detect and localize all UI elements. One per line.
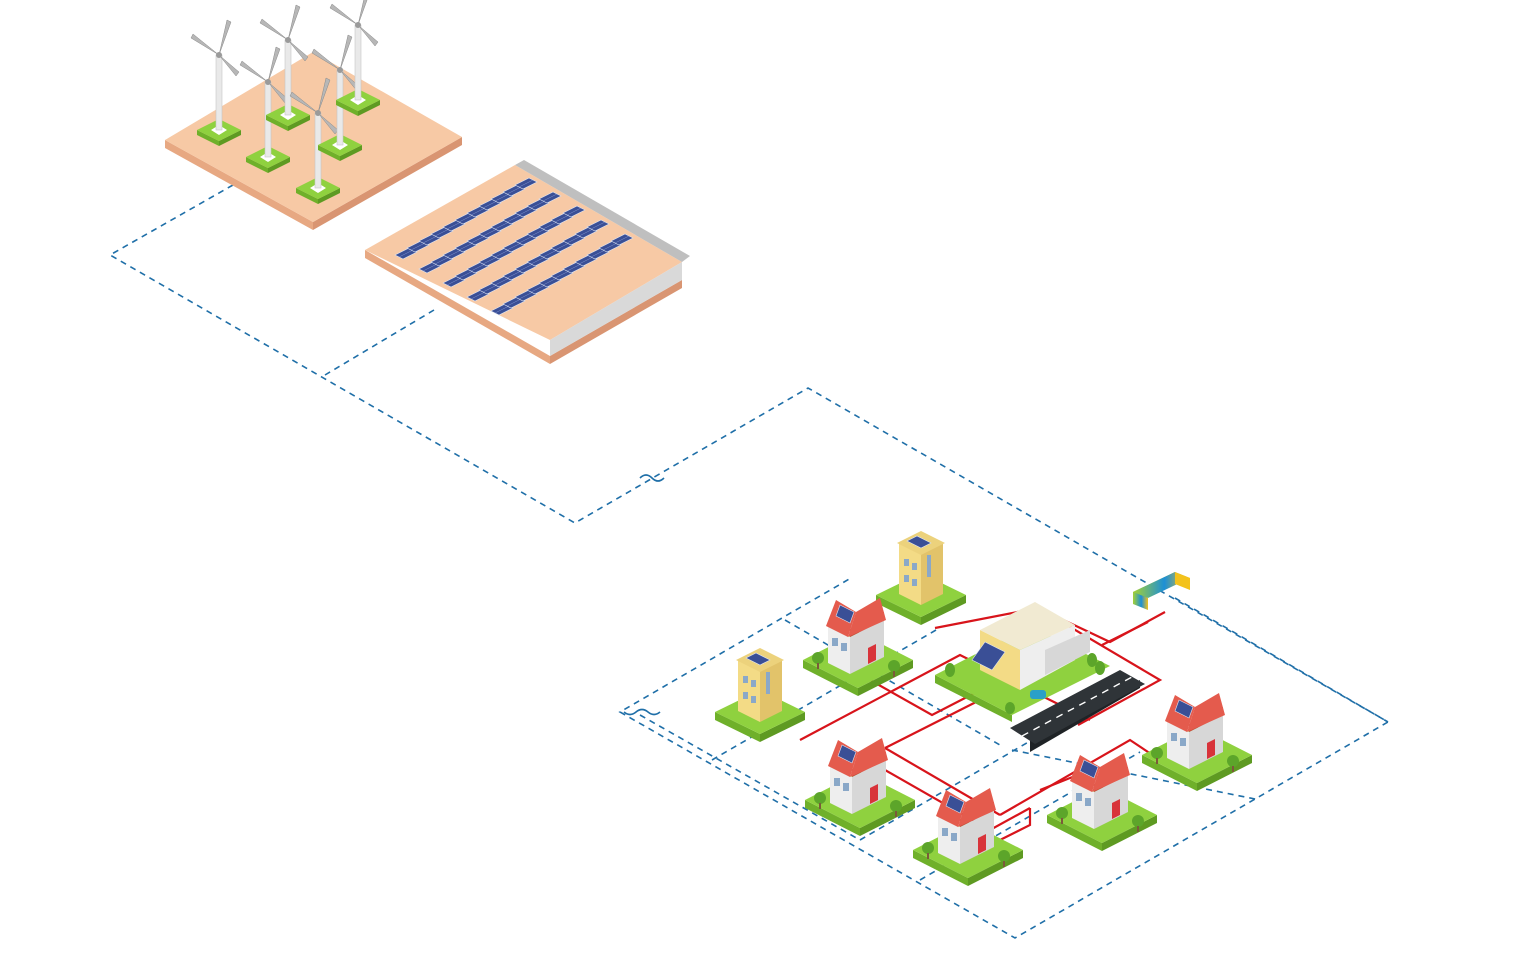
central-villa [935,602,1145,752]
house-icon [804,737,916,837]
meter-box-icon [1133,572,1190,610]
house-icon [875,530,967,626]
main-grid-lines [108,184,1390,939]
solar-park [365,160,690,364]
wind-farm [165,0,462,230]
wind-farm-ground [165,140,313,230]
house-icon [1046,752,1158,852]
house-icon [1141,692,1253,792]
house-icon [714,647,806,743]
